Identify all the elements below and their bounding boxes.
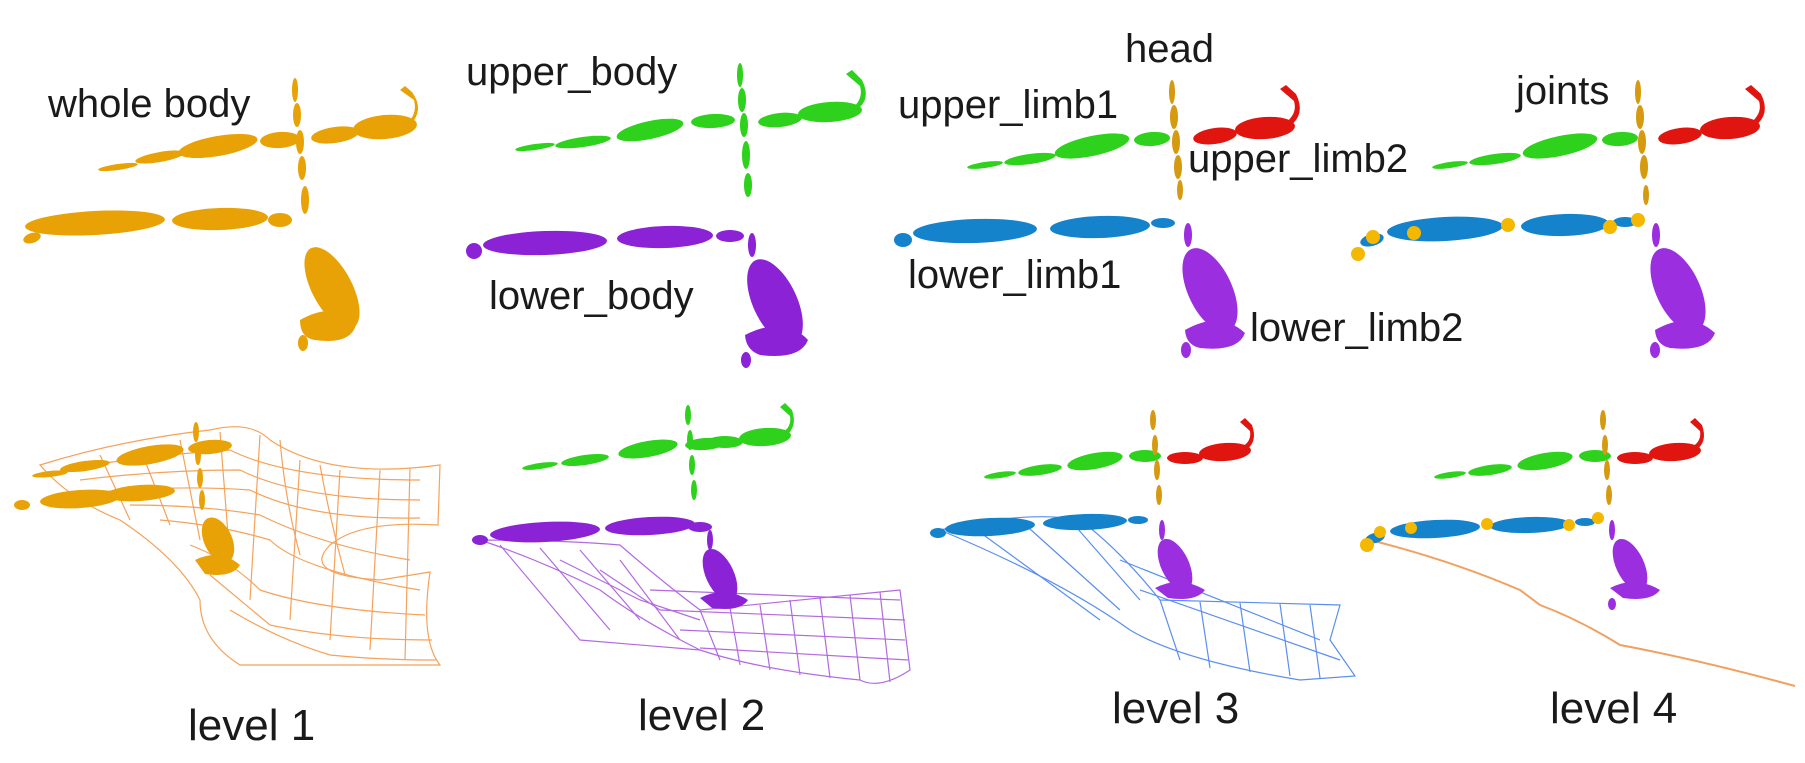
level-3-lower-limb1 bbox=[930, 513, 1148, 538]
joint-dot bbox=[1563, 519, 1575, 531]
level-4-lower-limb1 bbox=[1365, 516, 1595, 544]
lower-limb2-skeleton bbox=[1181, 223, 1245, 358]
label-upper-body: upper_body bbox=[466, 50, 677, 94]
head-skeleton bbox=[1169, 80, 1183, 200]
joint-dot bbox=[1360, 538, 1374, 552]
joint-dot bbox=[1501, 218, 1515, 232]
upper-body-skeleton bbox=[515, 63, 866, 197]
level-2-lower-body bbox=[472, 516, 748, 609]
label-joints: joints bbox=[1515, 69, 1609, 113]
label-head: head bbox=[1125, 27, 1214, 71]
upper-limb1-skeleton bbox=[967, 131, 1170, 169]
level-2-upper-body bbox=[522, 403, 794, 500]
level-1-skeleton bbox=[14, 422, 240, 575]
label-lower-limb2: lower_limb2 bbox=[1250, 306, 1463, 350]
panel-level-3: level 3 bbox=[930, 410, 1357, 733]
level-3-upper bbox=[984, 450, 1161, 479]
joint-dot bbox=[1592, 512, 1604, 524]
level-1-label: level 1 bbox=[188, 701, 315, 750]
joints-head bbox=[1635, 80, 1649, 205]
joints-upper-limb1 bbox=[1432, 131, 1638, 169]
label-upper-limb1: upper_limb1 bbox=[898, 83, 1118, 127]
joint-dot bbox=[1351, 247, 1365, 261]
level-4-head bbox=[1600, 410, 1612, 505]
joints-lower-limb1 bbox=[1360, 213, 1637, 247]
level-4-joint-dots bbox=[1360, 512, 1604, 552]
level-2-label: level 2 bbox=[638, 691, 765, 740]
level-4-upper-limb2 bbox=[1617, 418, 1704, 464]
level-4-upper bbox=[1434, 450, 1611, 479]
panel-level-4: level 4 bbox=[1360, 410, 1796, 733]
label-whole-body: whole body bbox=[47, 82, 250, 126]
joint-dot bbox=[1603, 220, 1617, 234]
lower-limb1-skeleton bbox=[894, 215, 1175, 247]
panel-level-2: level 2 bbox=[472, 403, 911, 740]
panel-level-1: level 1 bbox=[14, 422, 442, 750]
level-3-head bbox=[1150, 410, 1162, 505]
level-4-label: level 4 bbox=[1550, 684, 1677, 733]
joint-dot bbox=[1374, 526, 1386, 538]
label-lower-body: lower_body bbox=[489, 274, 694, 318]
joint-dot bbox=[1366, 230, 1380, 244]
lower-body-skeleton bbox=[466, 225, 808, 368]
whole-body-skeleton bbox=[23, 78, 419, 351]
label-upper-limb2: upper_limb2 bbox=[1188, 137, 1408, 181]
joints-upper-limb2 bbox=[1658, 85, 1765, 145]
mesh-level-3 bbox=[938, 516, 1357, 681]
mesh-level-2 bbox=[479, 539, 911, 684]
panel-joints: joints bbox=[1351, 69, 1765, 358]
joint-dot bbox=[1407, 226, 1421, 240]
label-lower-limb1: lower_limb1 bbox=[908, 253, 1121, 297]
panel-whole-body: whole body bbox=[23, 78, 419, 351]
joint-dot bbox=[1631, 213, 1645, 227]
joints-lower-limb2 bbox=[1650, 223, 1715, 358]
upper-limb2-skeleton bbox=[1193, 85, 1300, 145]
level-4-lower-limb2 bbox=[1608, 520, 1660, 610]
trail-level-4 bbox=[1369, 539, 1796, 687]
panel-upper-lower-body: upper_body lower_body bbox=[466, 50, 866, 368]
joint-dot bbox=[1481, 518, 1493, 530]
level-3-label: level 3 bbox=[1112, 684, 1239, 733]
panel-limbs-head: head upper_limb1 upper_limb2 lower_limb1… bbox=[894, 27, 1463, 358]
level-3-upper-limb2 bbox=[1167, 418, 1254, 464]
joint-dots bbox=[1351, 213, 1645, 261]
joint-dot bbox=[1405, 522, 1417, 534]
level-3-lower-limb2 bbox=[1155, 520, 1205, 599]
